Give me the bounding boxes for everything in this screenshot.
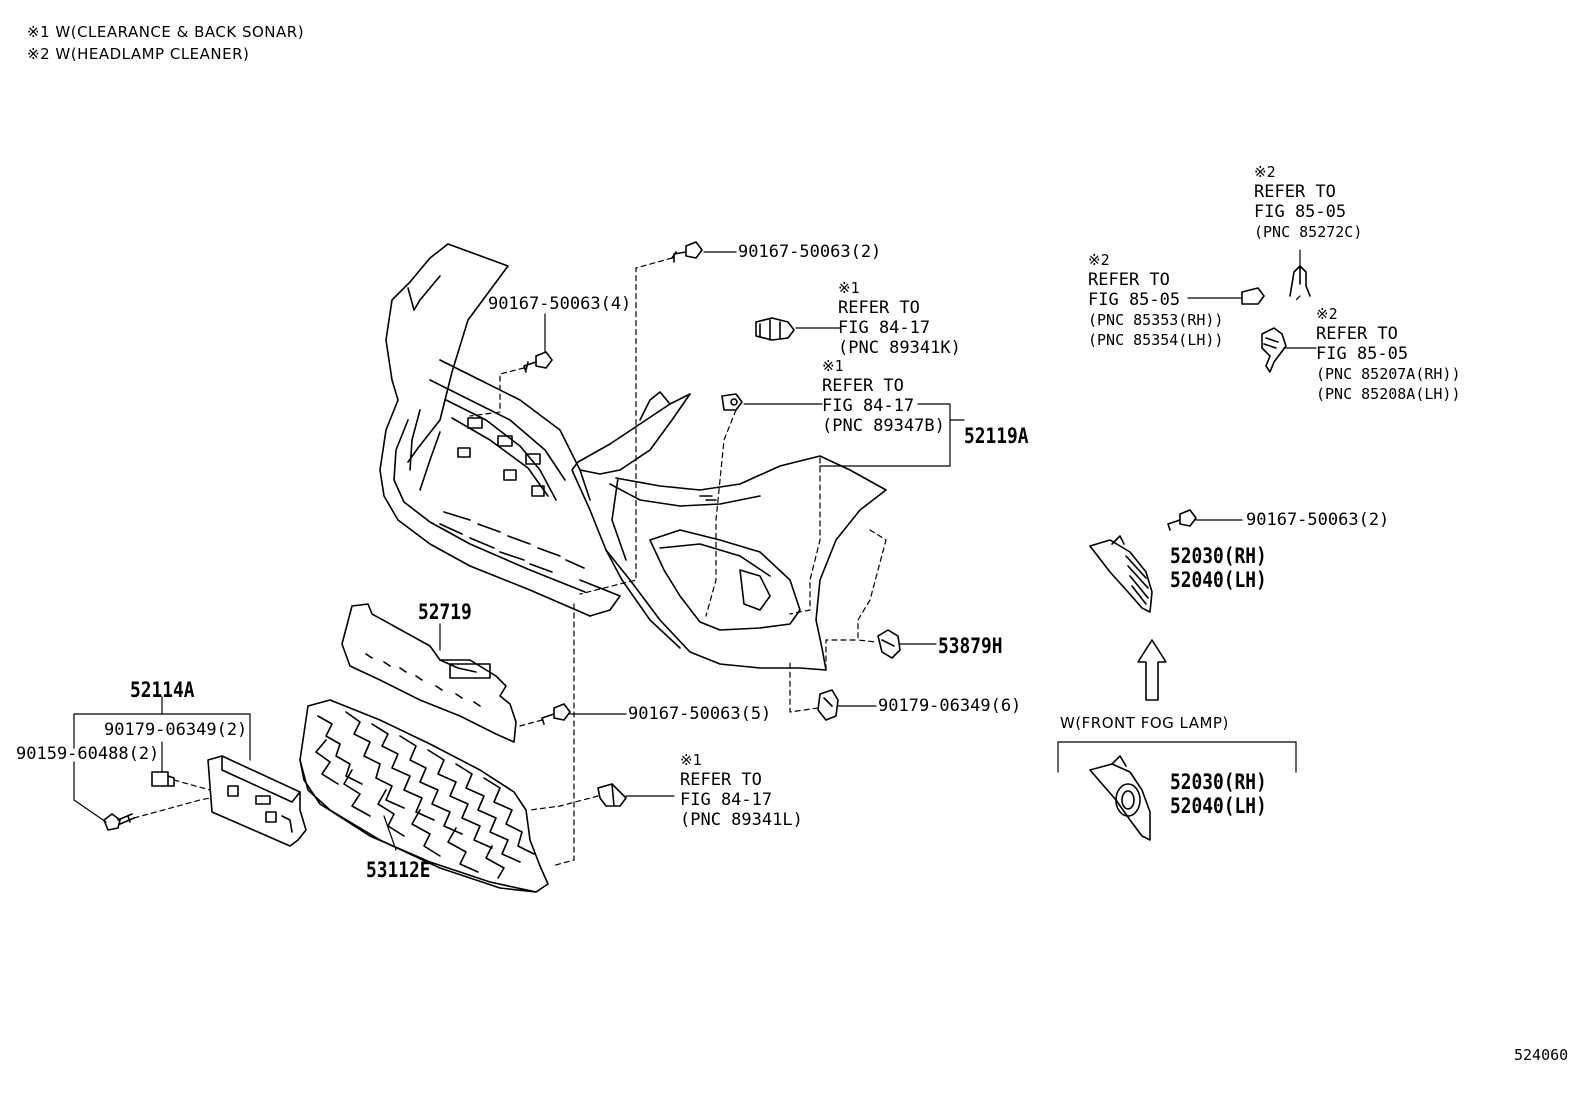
ref-mark: ※1: [680, 751, 702, 769]
part-bolt-mid: 90167-50063(5): [628, 704, 772, 724]
fog-lamp-label: W(FRONT FOG LAMP): [1060, 714, 1229, 732]
ref-85272c: ※2 REFER TO FIG 85-05 (PNC 85272C): [1254, 162, 1362, 242]
ref-mark: ※2: [1316, 305, 1338, 323]
part-fog-cover-lh-2: 52040(LH): [1170, 794, 1267, 818]
ref-pnc-lh: (PNC 85354(LH)): [1088, 331, 1224, 349]
part-bolt-right: 90167-50063(2): [1246, 510, 1390, 530]
ref-line2: FIG 85-05: [1088, 290, 1181, 310]
part-clip-right: 90179-06349(6): [878, 696, 1022, 716]
ref-line2: FIG 85-05: [1316, 344, 1409, 364]
ref-line1: REFER TO: [1254, 182, 1336, 202]
grille-support-drawing: [341, 603, 517, 743]
ref-line2: FIG 84-17: [838, 318, 931, 338]
part-bumper-cover: 52119A: [964, 424, 1029, 448]
part-grille-support: 52719: [418, 600, 472, 624]
part-bracket: 53879H: [938, 634, 1003, 658]
ref-89347b: ※1 REFER TO FIG 84-17 (PNC 89347B): [822, 356, 945, 436]
part-fog-cover-rh-2: 52030(RH): [1170, 770, 1267, 794]
part-bolt-top: 90167-50063(2): [738, 242, 882, 262]
ref-line2: FIG 84-17: [680, 790, 773, 810]
part-screw-left: 90159-60488(2): [16, 744, 160, 764]
fog-cover-drawings: [1089, 535, 1167, 841]
grille-drawing: [299, 699, 549, 893]
bumper-cover-drawing: [379, 243, 887, 671]
ref-line1: REFER TO: [822, 376, 904, 396]
ref-mark: ※1: [838, 279, 860, 297]
part-license-bracket: 52114A: [130, 678, 195, 702]
part-grille: 53112E: [366, 858, 431, 882]
ref-pnc: (PNC 89347B): [822, 416, 945, 436]
ref-85353: ※2 REFER TO FIG 85-05 (PNC 85353(RH)) (P…: [1088, 250, 1223, 350]
part-fog-cover-lh: 52040(LH): [1170, 568, 1267, 592]
ref-89341l: ※1 REFER TO FIG 84-17 (PNC 89341L): [680, 750, 803, 830]
ref-mark: ※2: [1254, 163, 1276, 181]
ref-line2: FIG 85-05: [1254, 202, 1347, 222]
ref-mark: ※1: [822, 357, 844, 375]
ref-pnc-rh: (PNC 85207A(RH)): [1316, 365, 1461, 383]
note-clearance-sonar: ※1 W(CLEARANCE & BACK SONAR): [27, 23, 305, 41]
ref-pnc: (PNC 85272C): [1254, 223, 1363, 241]
ref-pnc-rh: (PNC 85353(RH)): [1088, 311, 1224, 329]
dashed-lines: [133, 257, 1301, 867]
ref-line1: REFER TO: [1088, 270, 1170, 290]
ref-mark: ※2: [1088, 251, 1110, 269]
ref-pnc: (PNC 89341K): [838, 338, 961, 358]
ref-pnc-lh: (PNC 85208A(LH)): [1316, 385, 1461, 403]
figure-number: 524060: [1514, 1046, 1569, 1064]
license-bracket-drawing: [103, 755, 307, 847]
leader-lines: [73, 249, 1317, 851]
part-clip-left: 90179-06349(2): [104, 720, 248, 740]
note-headlamp-cleaner: ※2 W(HEADLAMP CLEANER): [27, 45, 250, 63]
part-fog-cover-rh: 52030(RH): [1170, 544, 1267, 568]
fastener-drawings: [523, 241, 1311, 807]
part-bolt-left: 90167-50063(4): [488, 294, 632, 314]
ref-line1: REFER TO: [680, 770, 762, 790]
ref-line1: REFER TO: [1316, 324, 1398, 344]
ref-line2: FIG 84-17: [822, 396, 915, 416]
ref-89341k: ※1 REFER TO FIG 84-17 (PNC 89341K): [838, 278, 961, 358]
ref-line1: REFER TO: [838, 298, 920, 318]
ref-pnc: (PNC 89341L): [680, 810, 803, 830]
ref-85207a: ※2 REFER TO FIG 85-05 (PNC 85207A(RH)) (…: [1316, 304, 1461, 404]
